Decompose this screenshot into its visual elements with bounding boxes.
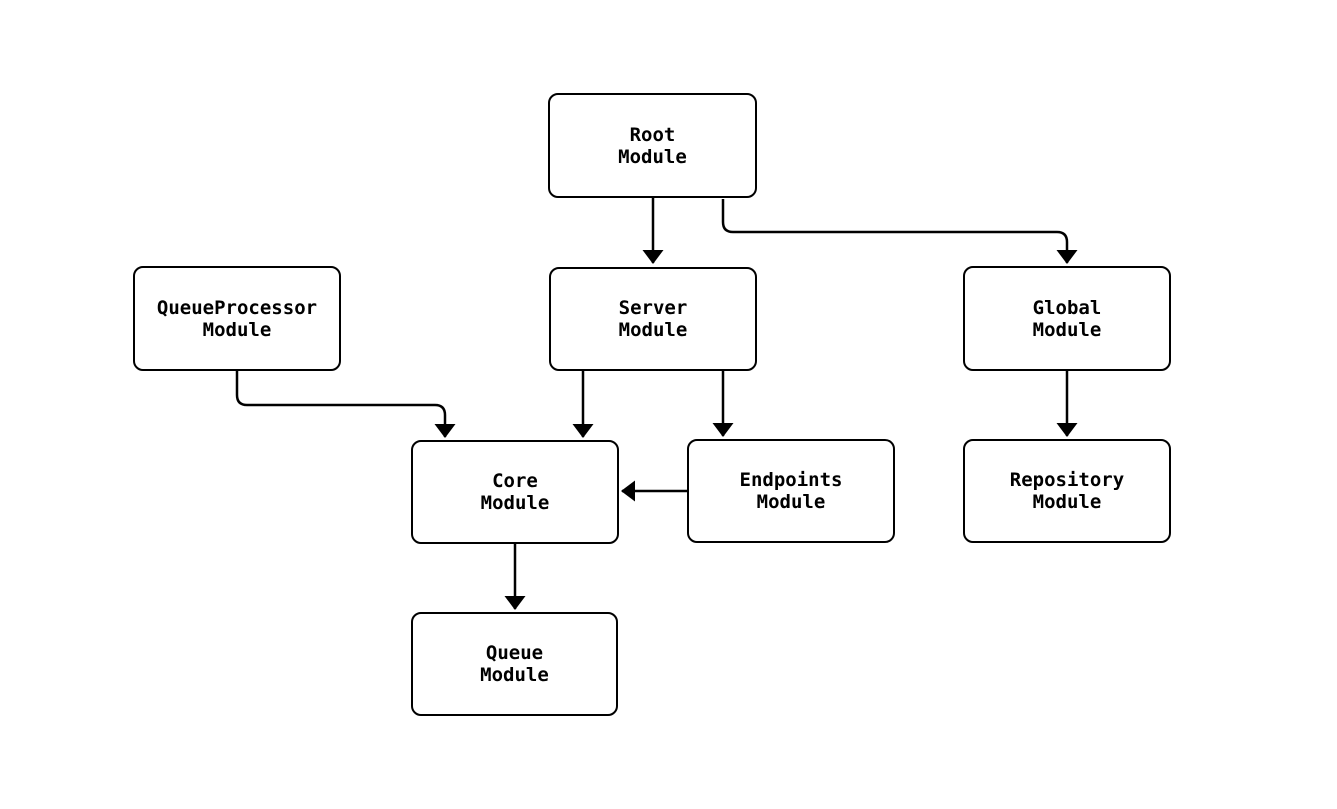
edge-queueprocessor-to-core — [235, 371, 456, 438]
node-repository-module: Repository Module — [963, 439, 1171, 543]
node-server-module: Server Module — [549, 267, 757, 371]
node-queue-module: Queue Module — [411, 612, 618, 716]
node-queueprocessor-module: QueueProcessor Module — [133, 266, 341, 371]
edge-root-to-global — [721, 199, 1078, 264]
node-global-module: Global Module — [963, 266, 1171, 371]
node-root-module: Root Module — [548, 93, 757, 198]
node-endpoints-module: Endpoints Module — [687, 439, 895, 543]
node-core-module: Core Module — [411, 440, 619, 544]
